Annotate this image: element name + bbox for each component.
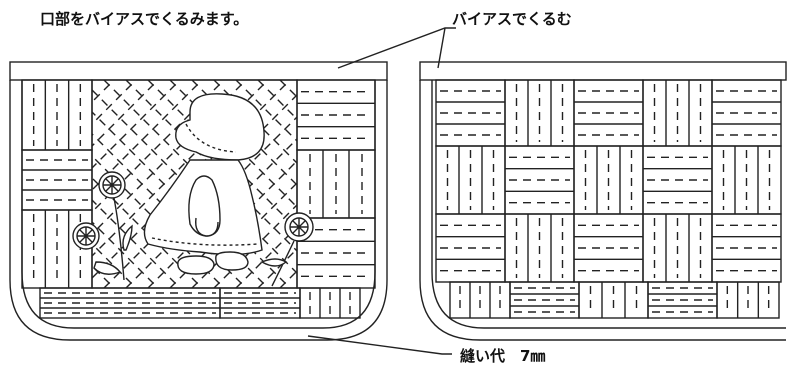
bias-binding-label: バイアスでくるむ [452,10,572,28]
crosshatch-line [412,80,620,288]
crosshatch-line [456,80,664,288]
crosshatch-line [92,80,159,147]
sue-hand [195,217,219,237]
crosshatch-line [434,80,642,288]
crosshatch-line [92,243,137,288]
sue-shoe-left [177,255,215,275]
crosshatch-line [324,80,532,288]
sue-hat-inner [185,123,237,153]
crosshatch-line [302,80,510,288]
crosshatch-line [346,80,554,288]
back-bias-binding [419,61,787,81]
seam-leader-line [307,335,452,355]
crosshatch-line [279,270,297,288]
front-bias-binding [9,61,388,81]
weave-block [716,281,780,319]
crosshatch-line [478,80,686,288]
sue-dress-hem [151,237,259,246]
back-panel [419,61,787,341]
crosshatch-line [235,80,297,142]
mouth-binding-note: 口部をバイアスでくるみます。 [40,10,249,28]
crosshatch-line [257,80,297,120]
crosshatch-line [456,80,664,288]
crosshatch-line [92,221,159,288]
seam-allowance-label: 縫い代 7㎜ [460,347,546,365]
sue-shoe-right [215,251,249,271]
front-outer-outline [9,80,388,341]
flower-right [260,212,314,287]
crosshatch-line [302,80,510,288]
weave-block [299,287,361,319]
crosshatch-line [92,80,137,125]
crosshatch-line [92,80,203,191]
crosshatch-line [92,80,181,169]
back-basketweave [435,79,782,319]
flower-left-top [98,171,126,281]
front-panel [9,61,708,341]
crosshatch-line [412,80,620,288]
back-inner-outline [431,80,786,329]
crosshatch-line [500,80,708,288]
crosshatch-line [434,80,642,288]
crosshatch-line [478,80,686,288]
crosshatch-line [368,80,576,288]
sunbonnet-sue-applique [143,93,265,275]
applique-window [91,79,298,289]
crosshatch-line [500,80,708,288]
crosshatch-line [92,199,181,288]
crosshatch-line [147,138,297,288]
flower-left-bottom [72,222,133,275]
crosshatch-line [324,80,532,288]
crosshatch-line [257,248,297,288]
crosshatch-line [346,80,554,288]
bias-leader-lines [337,27,456,69]
back-outer-outline [419,80,786,341]
front-inner-outline [21,80,376,329]
crosshatch-line [279,80,297,98]
crosshatch-line [368,80,576,288]
crosshatch-line [235,226,297,288]
